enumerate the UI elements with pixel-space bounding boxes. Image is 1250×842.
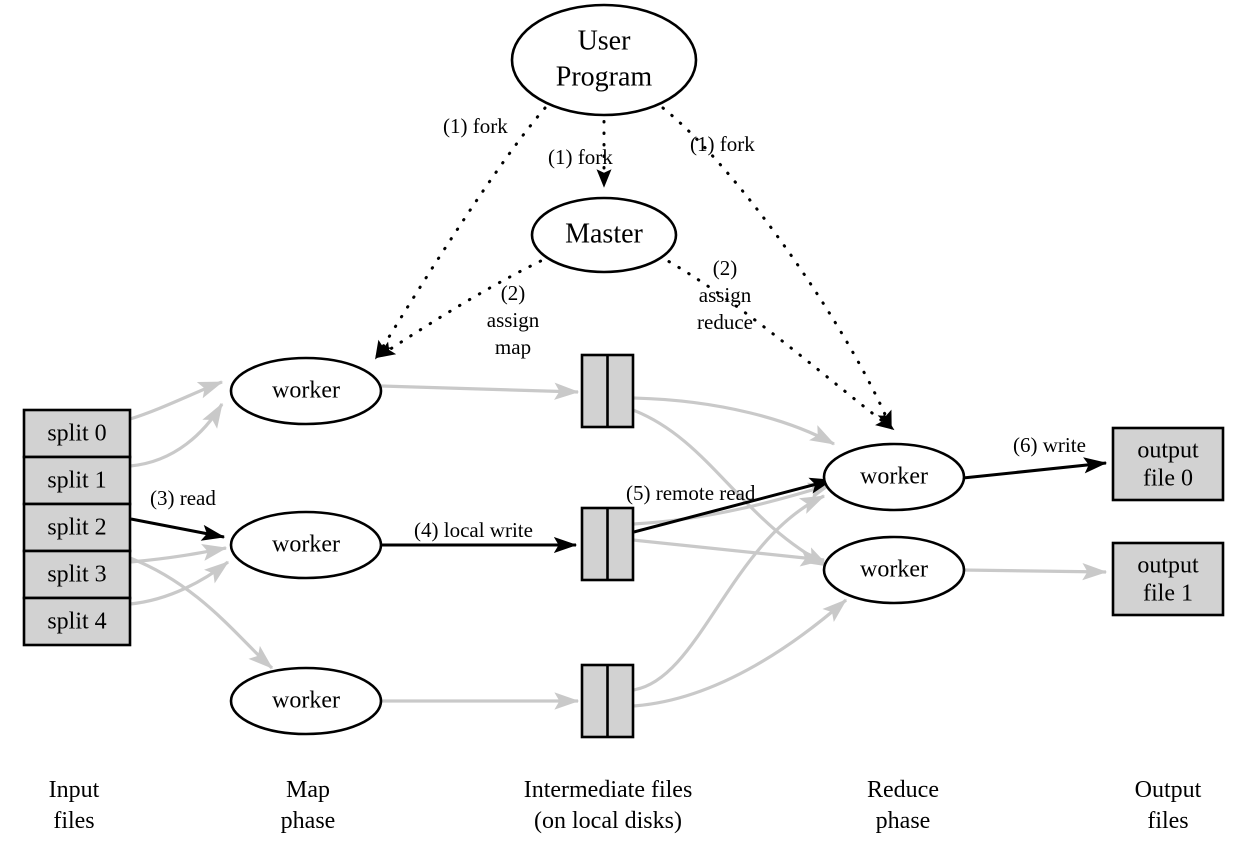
- split-box[interactable]: [22, 408, 132, 459]
- edges-fork-and-assign: [374, 106, 895, 431]
- edge-split0-worker1: [129, 380, 224, 421]
- label-assign-reduce-line1: assign: [699, 283, 752, 307]
- label-write: (6) write: [1013, 433, 1086, 457]
- worker-ellipse[interactable]: [229, 510, 383, 580]
- input-splits-group: split 0 split 1 split 2 split 3 split 4: [22, 408, 132, 647]
- master-ellipse[interactable]: [530, 196, 678, 274]
- split-label: split 3: [47, 562, 106, 588]
- label-fork-center: (1) fork: [548, 145, 613, 169]
- label-fork-right: (1) fork: [690, 132, 755, 156]
- user-program-ellipse[interactable]: [510, 3, 698, 117]
- edge-interm3-reduce1: [632, 494, 826, 692]
- worker-ellipse[interactable]: [229, 356, 383, 426]
- edge-interm2-reduce2: [632, 538, 826, 567]
- label-read: (3) read: [150, 486, 216, 510]
- master-label: Master: [565, 218, 643, 249]
- reduce-worker-2[interactable]: worker: [822, 535, 966, 605]
- edge-worker1-interm1: [380, 382, 580, 400]
- user-program-node[interactable]: User Program: [510, 3, 698, 117]
- edge-read-split2-worker2: [130, 517, 226, 541]
- column-label-line1: Intermediate files: [524, 777, 693, 803]
- column-label-line2: files: [1147, 808, 1188, 834]
- column-labels-group: Input files Map phase Intermediate files…: [49, 777, 1202, 834]
- output-file-label-line2: file 1: [1143, 581, 1193, 607]
- label-assign-reduce-line2: reduce: [697, 310, 753, 334]
- user-program-label-line1: User: [578, 25, 632, 56]
- split-box[interactable]: [22, 596, 132, 647]
- master-node[interactable]: Master: [530, 196, 678, 274]
- edge-fork-left-to-map-worker: [374, 106, 547, 360]
- column-label-line1: Input: [49, 777, 100, 803]
- map-worker-3[interactable]: worker: [229, 666, 383, 736]
- label-assign-map-line1: assign: [487, 308, 540, 332]
- edge-split3-worker2: [129, 543, 228, 564]
- split-box[interactable]: [22, 502, 132, 553]
- output-file-label-line1: output: [1137, 553, 1199, 579]
- column-label-line1: Output: [1135, 777, 1202, 803]
- edge-labels-group: (1) fork (1) fork (1) fork (2) assign ma…: [150, 114, 1086, 542]
- output-files-group: output file 0 output file 1: [1111, 426, 1225, 617]
- label-assign-reduce-number: (2): [713, 256, 738, 280]
- map-worker-2[interactable]: worker: [229, 510, 383, 580]
- worker-ellipse[interactable]: [822, 442, 966, 512]
- label-assign-map-line2: map: [495, 335, 531, 359]
- edge-split1-worker1: [129, 402, 224, 468]
- output-file-label-line2: file 0: [1143, 466, 1193, 492]
- edge-interm3-reduce2: [632, 598, 848, 708]
- split-label: split 1: [47, 468, 106, 494]
- column-label-line1: Map: [286, 777, 330, 803]
- label-assign-map-number: (2): [501, 281, 526, 305]
- worker-label: worker: [860, 464, 928, 490]
- edge-interm1-reduce2: [632, 408, 830, 568]
- edges-intermediate-to-reduce: [632, 396, 848, 708]
- column-label-line2: files: [53, 808, 94, 834]
- label-local-write: (4) local write: [414, 518, 533, 542]
- output-file-box[interactable]: [1111, 541, 1225, 617]
- column-label-line2: (on local disks): [534, 808, 682, 834]
- output-file-box[interactable]: [1111, 426, 1225, 502]
- edge-reduce2-outputfile1: [961, 563, 1108, 581]
- column-label-line2: phase: [281, 808, 336, 834]
- split-label: split 2: [47, 515, 106, 541]
- edges-map-workers-to-intermediate: [380, 382, 580, 710]
- split-label: split 0: [47, 421, 106, 447]
- map-worker-1[interactable]: worker: [229, 356, 383, 426]
- label-fork-left: (1) fork: [443, 114, 508, 138]
- user-program-label-line2: Program: [556, 61, 653, 92]
- edge-interm1-reduce1: [632, 396, 836, 446]
- output-file-label-line1: output: [1137, 438, 1199, 464]
- worker-label: worker: [272, 378, 340, 404]
- worker-label: worker: [860, 557, 928, 583]
- intermediate-files-group: [580, 353, 635, 739]
- worker-label: worker: [272, 688, 340, 714]
- column-label-line2: phase: [876, 808, 931, 834]
- edges-splits-to-map-workers: [129, 380, 274, 670]
- worker-ellipse[interactable]: [822, 535, 966, 605]
- worker-ellipse[interactable]: [229, 666, 383, 736]
- edge-remoteread-interm2-reduce1: [633, 477, 834, 534]
- edge-split3-worker3: [129, 556, 274, 670]
- label-remote-read: (5) remote read: [626, 481, 756, 505]
- reduce-worker-1[interactable]: worker: [822, 442, 966, 512]
- edge-write-reduce1-outputfile0: [962, 457, 1108, 480]
- column-label-line1: Reduce: [867, 777, 939, 803]
- worker-label: worker: [272, 532, 340, 558]
- split-label: split 4: [47, 609, 106, 635]
- edge-fork-right-to-reduce-worker: [661, 106, 893, 430]
